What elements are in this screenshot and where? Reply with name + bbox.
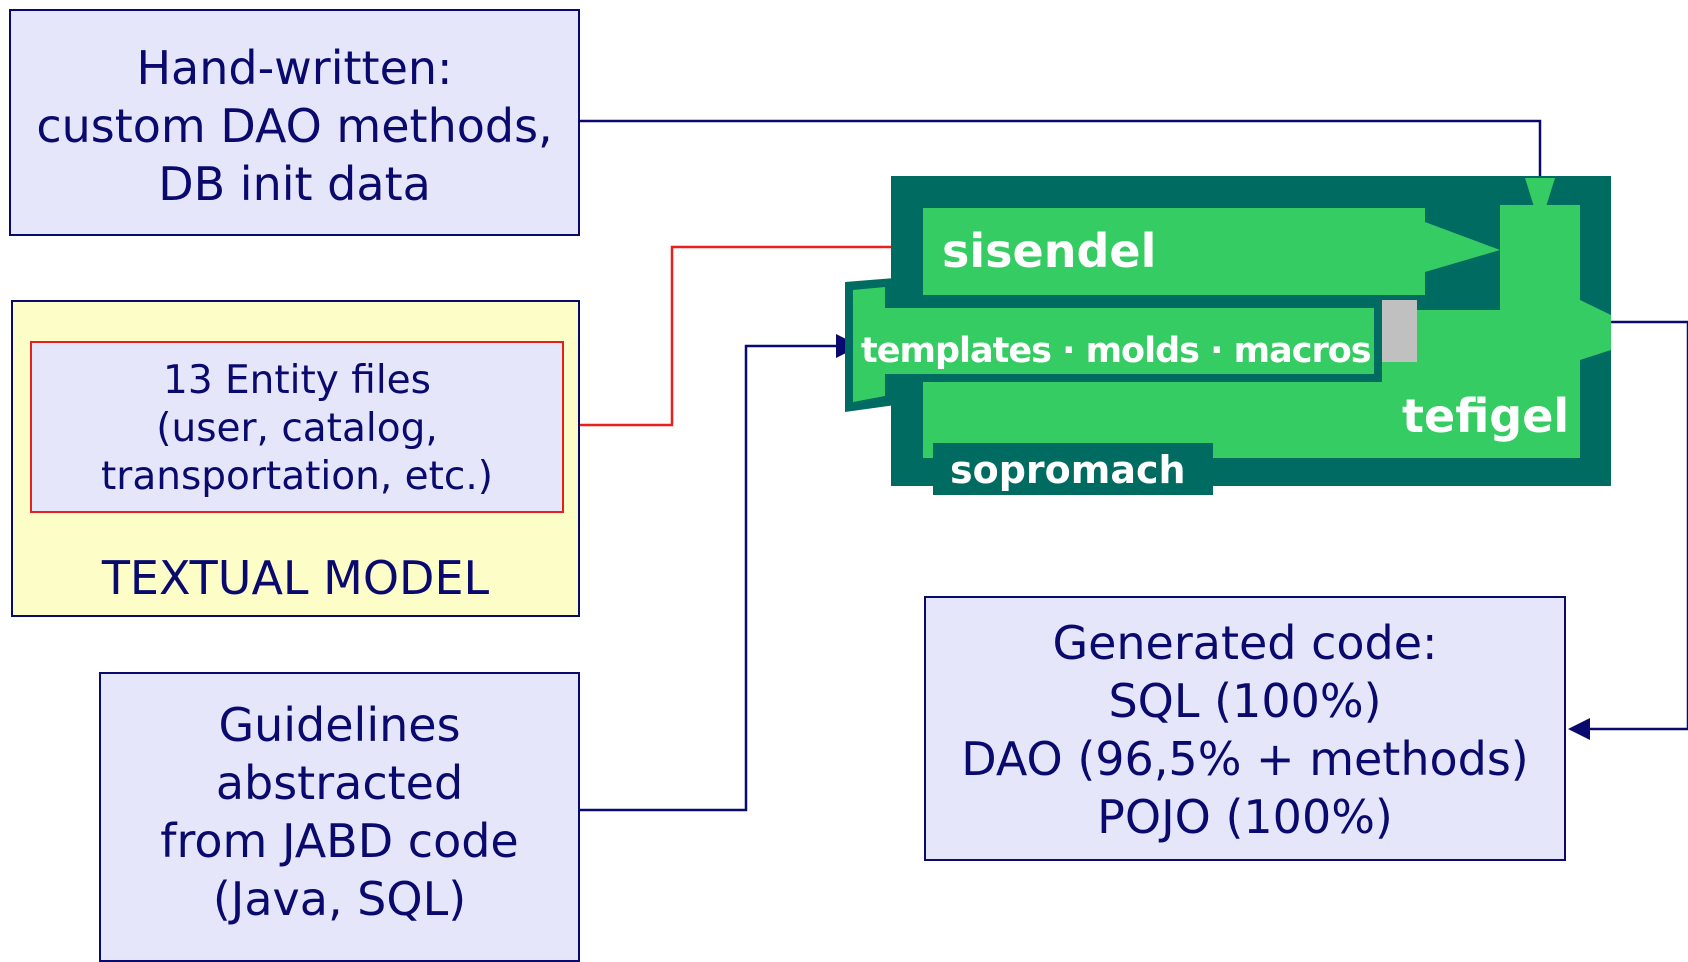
entity-line-2: (user, catalog, [156,406,438,451]
guidelines-box: Guidelines abstracted from JABD code (Ja… [99,672,580,962]
generated-text: Generated code: SQL (100%) DAO (96,5% + … [926,614,1564,846]
guidelines-line-1: Guidelines [218,698,461,752]
tefigel-label: tefigel [1402,389,1570,443]
entity-line-1: 13 Entity files [163,358,431,403]
handwritten-connector [580,119,1542,190]
guidelines-line-2: abstracted [215,756,464,810]
generated-line-4: POJO (100%) [1097,790,1393,844]
sopromach-tab [933,443,1213,495]
textual-model-box: 13 Entity files (user, catalog, transpor… [11,300,580,617]
templates-plug [853,287,1374,402]
handwritten-box: Hand-written: custom DAO methods, DB ini… [9,9,580,236]
tefigel-funnel [1525,178,1555,210]
guidelines-line-4: (Java, SQL) [212,872,467,926]
arrowhead-generated [1568,718,1590,740]
generated-line-2: SQL (100%) [1108,674,1382,728]
handwritten-line-1: Hand-written: [136,41,453,95]
handwritten-text: Hand-written: custom DAO methods, DB ini… [11,39,578,213]
entity-connector [562,245,900,427]
sisendel-label: sisendel [942,224,1157,278]
textual-model-label: TEXTUAL MODEL [101,551,490,605]
entity-line-3: transportation, etc.) [101,454,493,499]
guidelines-line-3: from JABD code [160,814,519,868]
sopromach-label: sopromach [950,448,1186,492]
entity-files-text: 13 Entity files (user, catalog, transpor… [32,357,562,501]
handwritten-line-3: DB init data [158,157,431,211]
generated-code-box: Generated code: SQL (100%) DAO (96,5% + … [924,596,1566,861]
templates-label: templates · molds · macros [861,331,1372,371]
handwritten-line-2: custom DAO methods, [36,99,553,153]
entity-files-box: 13 Entity files (user, catalog, transpor… [30,341,564,513]
output-connector [1585,320,1688,731]
guidelines-text: Guidelines abstracted from JABD code (Ja… [101,696,578,928]
guidelines-connector [580,344,840,812]
generated-line-1: Generated code: [1052,616,1438,670]
generated-line-3: DAO (96,5% + methods) [961,732,1529,786]
sisendel-bar [923,208,1500,295]
